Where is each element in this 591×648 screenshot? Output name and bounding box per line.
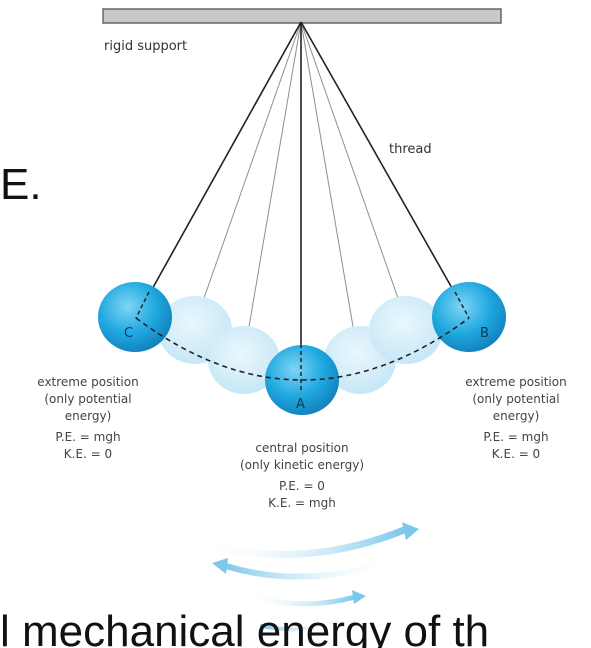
thread-dashes [135,291,470,392]
thread-right [300,21,470,319]
thread-left [135,21,302,319]
ghost-bob [369,296,443,364]
left-line-4: P.E. = mgh [55,430,121,444]
swing-arc [135,317,470,381]
swing-arrow-left [223,557,398,580]
right-line-5: K.E. = 0 [491,447,541,461]
left-line-5: K.E. = 0 [63,447,113,461]
left-line-2: (only potential [44,392,132,406]
left-extreme-label: extreme position (only potential energy)… [18,374,158,463]
center-line-2: (only kinetic energy) [239,458,365,472]
rigid-support-bar [102,8,502,24]
background-text-bottom: l mechanical energy of th [0,607,490,648]
center-line-3: P.E. = 0 [279,479,325,493]
bob-c [98,282,172,352]
background-text-top: E. [0,160,42,209]
right-line-3: energy) [492,409,540,423]
swing-arrow-left-2 [260,620,340,632]
ghost-bob [208,326,280,394]
right-line-4: P.E. = mgh [483,430,549,444]
thread-label: thread [389,142,432,157]
arrow-head-left [212,558,228,574]
arrow-head-right-2 [352,590,366,604]
faded-threads [196,21,406,351]
faded-thread [244,21,302,351]
left-line-1: extreme position [37,375,139,389]
left-line-3: energy) [64,409,112,423]
right-extreme-label: extreme position (only potential energy)… [446,374,586,463]
right-line-2: (only potential [472,392,560,406]
swing-arrow-right-2 [241,591,358,607]
bob-b-label: B [480,326,489,341]
bob-a-label: A [296,397,305,412]
center-line-1: central position [255,441,349,455]
bob-c-label: C [124,326,133,341]
rigid-support-label: rigid support [104,39,187,54]
arrow-head-right [402,522,419,540]
right-line-1: extreme position [465,375,567,389]
faded-thread [300,21,358,351]
swing-arrows [196,522,419,632]
center-line-4: K.E. = mgh [268,496,336,510]
central-position-label: central position (only kinetic energy) P… [212,440,392,512]
faded-thread [196,21,302,319]
swing-arrow-right [196,526,408,558]
faded-thread [300,21,406,319]
